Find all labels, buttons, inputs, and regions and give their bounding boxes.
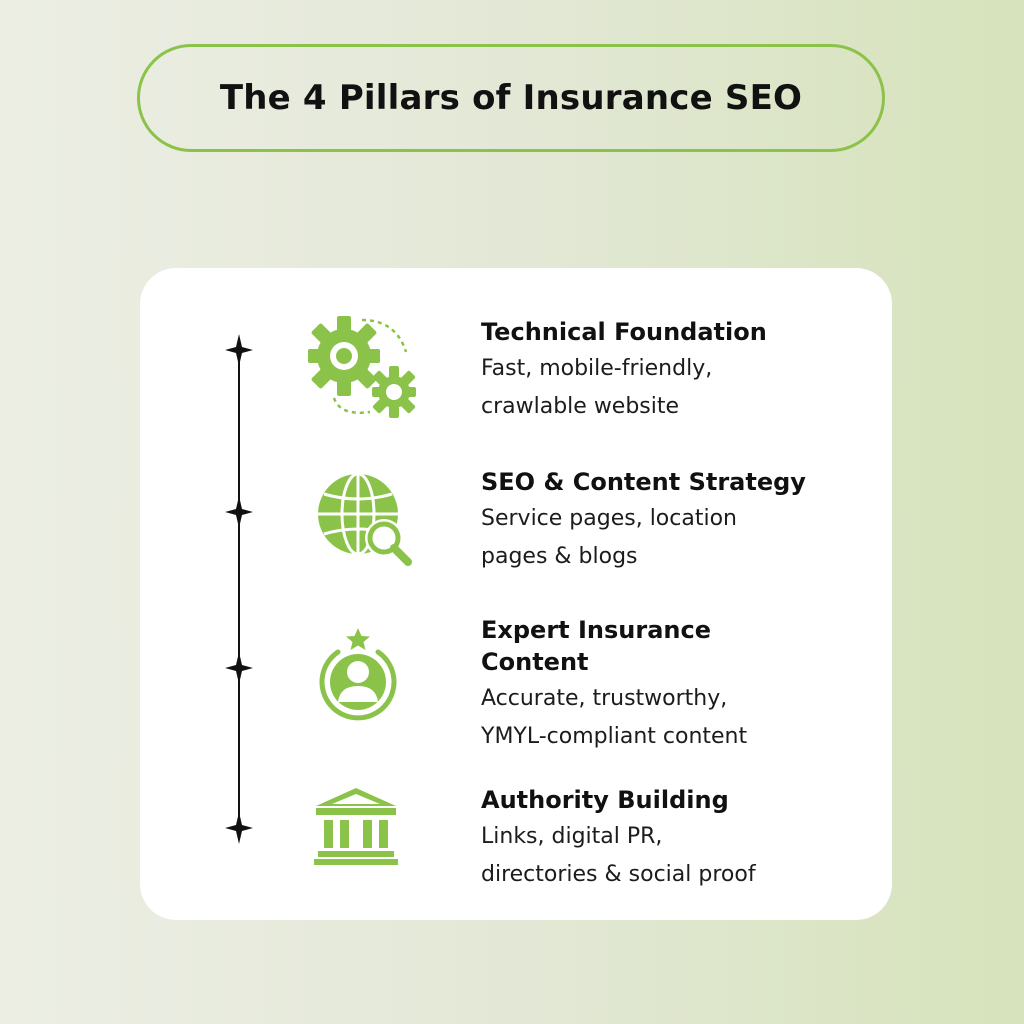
pillar-4-title: Authority Building <box>481 786 729 814</box>
pillar-4-description: Links, digital PR, directories & social … <box>481 824 756 887</box>
title-pill: The 4 Pillars of Insurance SEO <box>137 44 885 152</box>
pillar-2-text: SEO & Content Strategy Service pages, lo… <box>481 466 881 576</box>
pillar-3-title: Expert Insurance Content <box>481 616 712 676</box>
expert-user-star-icon <box>300 620 430 730</box>
gears-icon <box>300 312 430 422</box>
pillar-2-title: SEO & Content Strategy <box>481 468 806 496</box>
pillar-2-description: Service pages, location pages & blogs <box>481 506 737 569</box>
pillar-3-description: Accurate, trustworthy, YMYL-compliant co… <box>481 686 748 749</box>
pillars-card: Technical Foundation Fast, mobile-friend… <box>140 268 892 920</box>
timeline-star-1 <box>225 334 253 366</box>
timeline-star-3 <box>225 652 253 684</box>
pillar-3-text: Expert Insurance Content Accurate, trust… <box>481 614 881 756</box>
timeline-star-4 <box>225 812 253 844</box>
pillar-4-text: Authority Building Links, digital PR, di… <box>481 784 881 894</box>
timeline-star-2 <box>225 496 253 528</box>
page-title: The 4 Pillars of Insurance SEO <box>219 78 803 118</box>
pillar-1-text: Technical Foundation Fast, mobile-friend… <box>481 316 881 426</box>
pillar-1-title: Technical Foundation <box>481 318 767 346</box>
globe-search-icon <box>300 468 430 578</box>
timeline <box>224 328 254 848</box>
pillar-1-description: Fast, mobile-friendly, crawlable website <box>481 356 713 419</box>
bank-building-icon <box>300 784 430 894</box>
